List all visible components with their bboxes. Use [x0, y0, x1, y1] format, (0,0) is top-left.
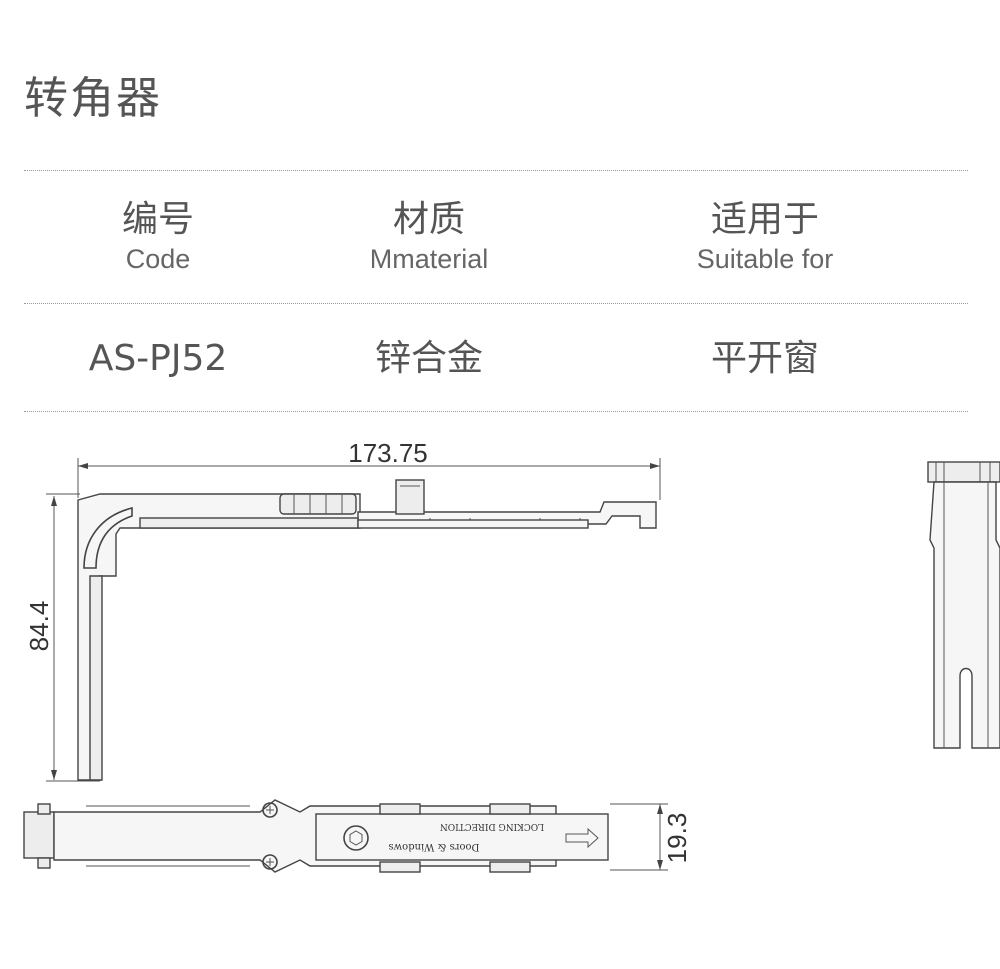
code-header-en: Code	[125, 244, 191, 274]
material-header-zh: 材质	[392, 199, 465, 240]
height-dimension: 84.4	[24, 493, 100, 782]
material-value: 锌合金	[374, 338, 483, 379]
code-header: 编号 Code	[38, 198, 278, 276]
material-header-en: Mmaterial	[369, 244, 489, 274]
end-view	[927, 461, 1000, 749]
code-value: AS-PJ52	[88, 338, 228, 379]
divider	[24, 170, 968, 171]
height-label: 84.4	[24, 601, 54, 652]
length-label: 173.75	[348, 438, 428, 468]
locking-direction-text: LOCKING DIRECTION	[440, 821, 544, 831]
material-header: 材质 Mmaterial	[309, 198, 549, 276]
suitable-header: 适用于 Suitable for	[645, 198, 885, 276]
divider	[24, 303, 968, 304]
width-label: 19.3	[662, 813, 692, 864]
code-header-zh: 编号	[121, 199, 194, 240]
side-view	[77, 479, 657, 781]
length-dimension: 173.75	[77, 438, 661, 500]
divider	[24, 411, 968, 412]
doors-windows-text: Doors & Windows	[388, 841, 479, 852]
suitable-header-zh: 适用于	[710, 199, 819, 240]
suitable-header-en: Suitable for	[696, 244, 834, 274]
technical-drawing: 173.75 84.4	[23, 438, 1000, 873]
page-title: 转角器	[24, 73, 162, 124]
width-dimension: 19.3	[610, 803, 692, 871]
suitable-value: 平开窗	[710, 338, 819, 379]
arrow-icon	[565, 827, 599, 849]
top-view: LOCKING DIRECTION Doors & Windows	[23, 799, 609, 873]
